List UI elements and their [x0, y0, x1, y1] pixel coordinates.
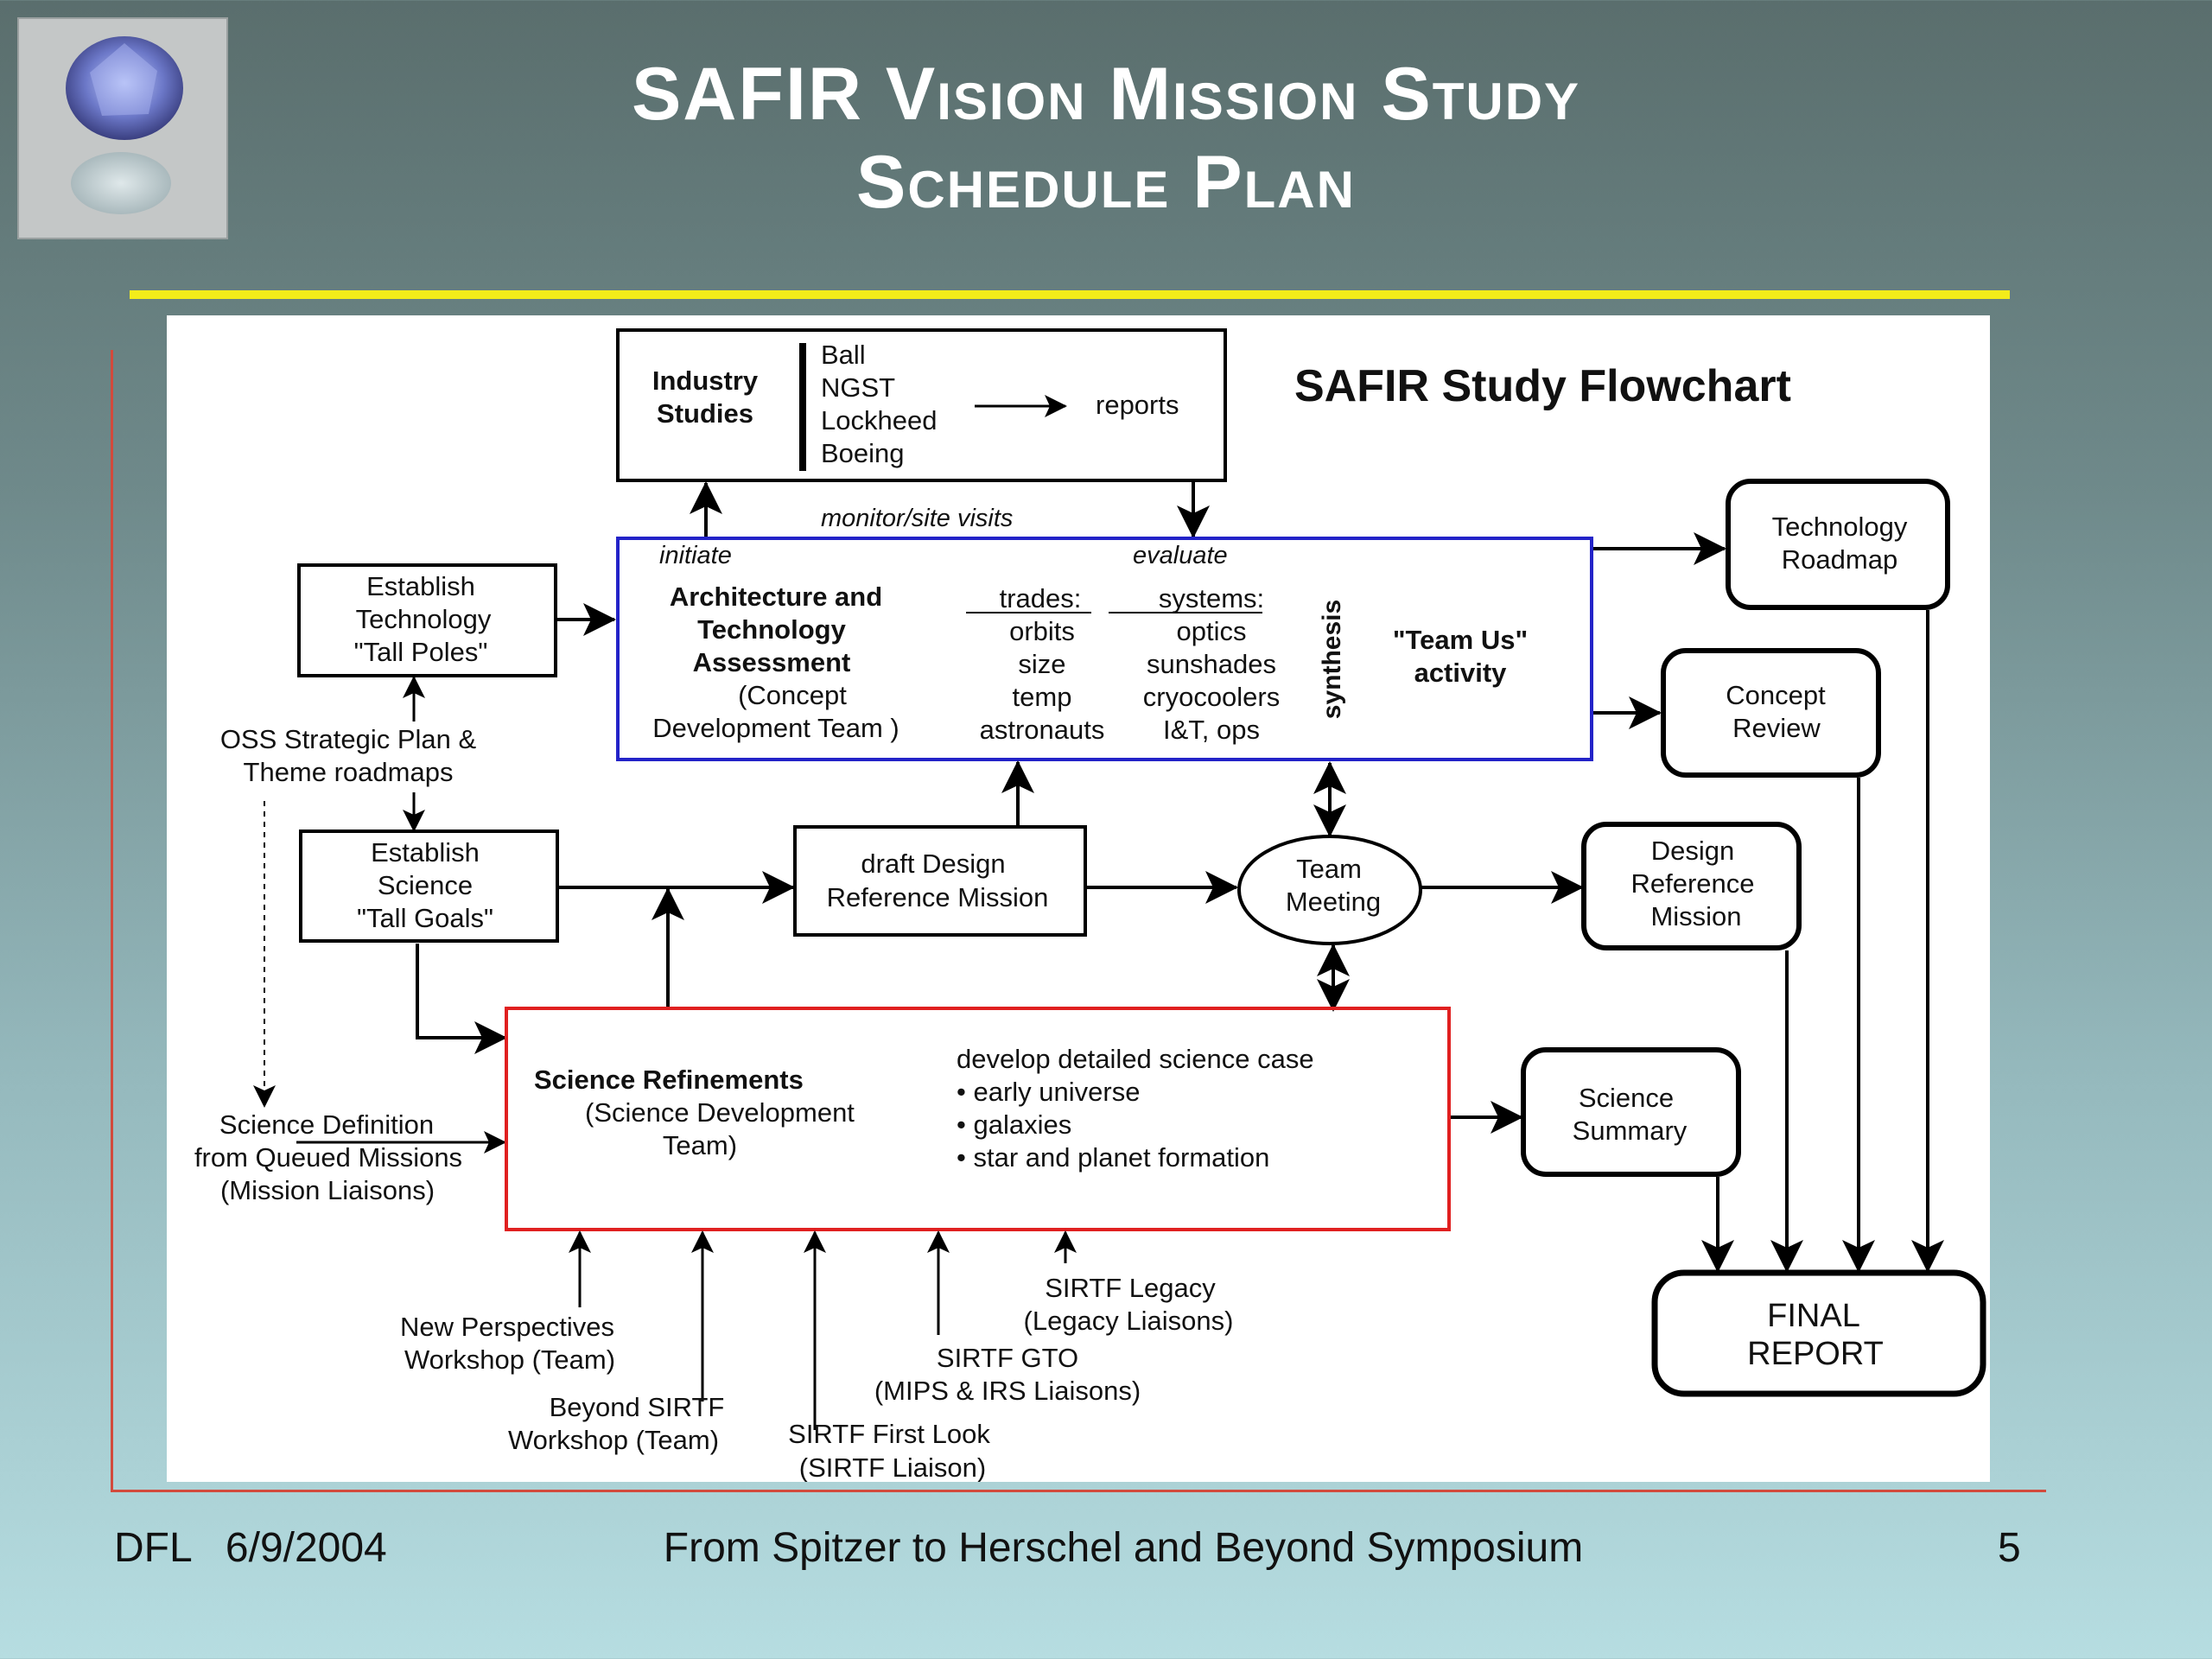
sci-case-bullet-2: • galaxies — [957, 1109, 1071, 1140]
team-meeting-ellipse: Team Meeting — [1237, 835, 1422, 945]
sci-def-line1: Science Definition — [219, 1109, 434, 1140]
oss-line2: Theme roadmaps — [244, 757, 454, 787]
beyond-sirtf-line1: Beyond SIRTF — [550, 1392, 725, 1422]
technology-roadmap-box: Technology Roadmap — [1726, 479, 1950, 610]
trade-temp: temp — [1013, 682, 1072, 712]
team-us-activity: activity — [1414, 658, 1508, 688]
sci-ref-title: Science Refinements — [534, 1065, 804, 1095]
arch-line2: Technology — [697, 614, 846, 645]
frame-left-rule — [111, 350, 113, 1492]
title-underline-rule — [130, 290, 2010, 299]
sci-goals-line1: Establish — [371, 837, 480, 868]
reports-label: reports — [1096, 390, 1179, 420]
drm-line3: Mission — [1650, 901, 1741, 931]
beyond-sirtf-line2: Workshop (Team) — [508, 1425, 719, 1455]
sci-ref-sub2: Team) — [663, 1130, 737, 1160]
flowchart-panel: SAFIR Study Flowchart Industry Studies B… — [167, 315, 1990, 1482]
arch-line3: Assessment — [693, 647, 851, 677]
systems-header: systems: — [1159, 583, 1264, 613]
system-cryocoolers: cryocoolers — [1143, 682, 1281, 712]
company-lockheed: Lockheed — [821, 405, 937, 435]
gto-line2: (MIPS & IRS Liaisons) — [874, 1376, 1141, 1406]
final-report-line2: REPORT — [1747, 1336, 1884, 1372]
gem-logo-image — [17, 17, 228, 239]
sci-summary-line1: Science — [1579, 1083, 1674, 1113]
system-it-ops: I&T, ops — [1163, 715, 1260, 745]
drm-line1: Design — [1651, 836, 1735, 866]
industry-label: Industry — [652, 365, 759, 396]
science-summary-box: Science Summary — [1521, 1047, 1741, 1177]
initiate-label: initiate — [659, 542, 732, 569]
final-report-box: FINAL REPORT — [1651, 1269, 1986, 1397]
draft-drm-box: draft Design Reference Mission — [793, 825, 1087, 937]
studies-label: Studies — [657, 398, 753, 429]
tech-poles-line3: "Tall Poles" — [354, 637, 488, 667]
team-meeting-line1: Team — [1296, 854, 1362, 884]
final-report-line1: FINAL — [1767, 1298, 1860, 1334]
drm-line2: Reference — [1630, 868, 1754, 899]
sci-goals-line3: "Tall Goals" — [357, 903, 493, 933]
new-perspectives-line2: Workshop (Team) — [404, 1344, 615, 1375]
monitor-label: monitor/site visits — [821, 505, 1013, 532]
flowchart-heading: SAFIR Study Flowchart — [1294, 361, 1791, 411]
sci-def-line3: (Mission Liaisons) — [220, 1175, 435, 1205]
goals-to-refinements-arrow — [416, 944, 507, 1054]
sci-case-bullet-1: • early universe — [957, 1077, 1140, 1107]
slide-title-line1: SAFIR Vision Mission Study — [631, 53, 1581, 136]
company-ball: Ball — [821, 340, 866, 370]
trade-orbits: orbits — [1009, 616, 1075, 646]
design-reference-mission-box: Design Reference Mission — [1581, 822, 1802, 950]
oss-line1: OSS Strategic Plan & — [220, 724, 477, 754]
sci-case-header: develop detailed science case — [957, 1044, 1314, 1074]
concept-review-box: Concept Review — [1661, 648, 1881, 778]
sci-goals-line2: Science — [378, 870, 473, 900]
tech-roadmap-line1: Technology — [1772, 512, 1908, 542]
sci-def-line2: from Queued Missions — [194, 1142, 462, 1173]
first-look-line1: SIRTF First Look — [788, 1419, 990, 1449]
draft-drm-line2: Reference Mission — [827, 882, 1049, 912]
system-sunshades: sunshades — [1147, 649, 1276, 679]
gto-line1: SIRTF GTO — [937, 1343, 1078, 1373]
footer-author-date: DFL 6/9/2004 — [114, 1525, 387, 1571]
sci-case-bullet-3: • star and planet formation — [957, 1142, 1269, 1173]
science-refinements-box: Science Refinements (Science Development… — [505, 1007, 1451, 1231]
footer-symposium: From Spitzer to Herschel and Beyond Symp… — [663, 1525, 1584, 1571]
footer-page-number: 5 — [1998, 1525, 2021, 1571]
concept-review-line2: Review — [1732, 713, 1821, 743]
team-meeting-line2: Meeting — [1286, 887, 1381, 917]
tech-poles-line1: Establish — [366, 571, 475, 601]
evaluate-label: evaluate — [1133, 542, 1228, 569]
draft-drm-line1: draft Design — [861, 849, 1005, 879]
new-perspectives-line1: New Perspectives — [400, 1312, 614, 1342]
sci-ref-sub1: (Science Development — [585, 1097, 855, 1128]
legacy-line1: SIRTF Legacy — [1045, 1273, 1216, 1303]
industry-studies-box: Industry Studies Ball NGST Lockheed Boei… — [616, 328, 1227, 482]
team-us-label: "Team Us" — [1393, 625, 1528, 655]
sci-summary-line2: Summary — [1573, 1116, 1688, 1146]
architecture-assessment-box: Architecture and Technology Assessment (… — [616, 537, 1593, 761]
science-tall-goals-box: Establish Science "Tall Goals" — [299, 830, 559, 943]
legacy-line2: (Legacy Liaisons) — [1024, 1306, 1234, 1336]
trade-size: size — [1018, 649, 1065, 679]
slide-title-line2: Schedule Plan — [856, 141, 1356, 224]
arch-line5: Development Team ) — [652, 713, 899, 743]
frame-bottom-rule — [111, 1490, 2046, 1492]
arch-line1: Architecture and — [670, 582, 882, 612]
first-look-line2: (SIRTF Liaison) — [799, 1452, 987, 1482]
system-optics: optics — [1177, 616, 1247, 646]
trades-header: trades: — [1000, 583, 1082, 613]
trade-astronauts: astronauts — [980, 715, 1105, 745]
synthesis-label: synthesis — [1318, 600, 1346, 719]
concept-review-line1: Concept — [1726, 680, 1826, 710]
company-boeing: Boeing — [821, 438, 905, 468]
tech-tall-poles-box: Establish Technology "Tall Poles" — [297, 563, 557, 677]
tech-poles-line2: Technology — [356, 604, 492, 634]
tech-roadmap-line2: Roadmap — [1782, 544, 1897, 575]
company-ngst: NGST — [821, 372, 895, 403]
arch-line4: (Concept — [738, 680, 847, 710]
